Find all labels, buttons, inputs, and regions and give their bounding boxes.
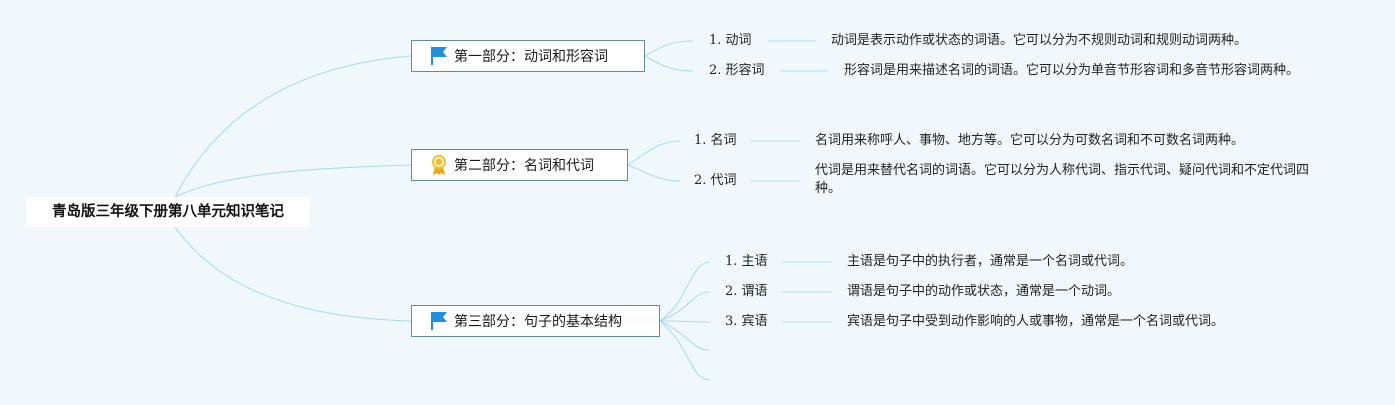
section-1-topic[interactable]: 第一部分：动词和形容词 [411,40,645,72]
s1-item-2-description[interactable]: 形容词是用来描述名词的词语。它可以分为单音节形容词和多音节形容词两种。 [844,63,1300,78]
connector-s3-empty-5 [659,320,711,381]
connector-root-section-3 [174,226,412,322]
s3-item-1-description[interactable]: 主语是句子中的执行者，通常是一个名词或代词。 [847,254,1134,269]
s1-item-1-label[interactable]: 1. 动词 [709,33,752,48]
connector-s3-item-3 [659,320,711,323]
section-2-label: 第二部分：名词和代词 [454,158,594,174]
s3-item-1-label[interactable]: 1. 主语 [725,254,768,269]
connector-s3-item-1 [659,261,711,322]
connector-s3-empty-4 [659,320,711,351]
s1-item-1-description[interactable]: 动词是表示动作或状态的词语。它可以分为不规则动词和规则动词两种。 [831,33,1248,48]
s1-item-2-label[interactable]: 2. 形容词 [709,63,765,78]
s2-item-2-description[interactable]: 代词是用来替代名词的词语。它可以分为人称代词、指示代词、疑问代词和不定代词四种。 [815,163,1310,196]
s3-item-2-description[interactable]: 谓语是句子中的动作或状态，通常是一个动词。 [847,284,1121,299]
s3-item-3-label[interactable]: 3. 宾语 [725,314,768,329]
medal-icon [429,154,449,176]
s2-item-2-label[interactable]: 2. 代词 [694,173,737,188]
connector-root-section-2 [174,164,412,198]
flag-icon [429,310,449,332]
s3-item-2-label[interactable]: 2. 谓语 [725,284,768,299]
section-3-topic[interactable]: 第三部分：句子的基本结构 [411,305,660,337]
connector-s1-item-2 [644,55,694,72]
s2-item-1-label[interactable]: 1. 名词 [694,133,737,148]
s2-item-1-description[interactable]: 名词用来称呼人、事物、地方等。它可以分为可数名词和不可数名词两种。 [815,133,1245,148]
root-topic[interactable]: 青岛版三年级下册第八单元知识笔记 [26,197,310,227]
flag-icon [429,45,449,67]
connector-s1-item-1 [644,40,694,57]
s3-item-3-description[interactable]: 宾语是句子中受到动作影响的人或事物，通常是一个名词或代词。 [847,314,1225,329]
connector-s2-item-2 [627,164,681,182]
section-3-label: 第三部分：句子的基本结构 [454,314,622,330]
connector-s3-item-2 [659,291,711,322]
connector-root-section-1 [174,55,412,198]
section-2-topic[interactable]: 第二部分：名词和代词 [411,149,628,181]
section-1-label: 第一部分：动词和形容词 [454,49,608,65]
connector-s2-item-1 [627,140,681,166]
